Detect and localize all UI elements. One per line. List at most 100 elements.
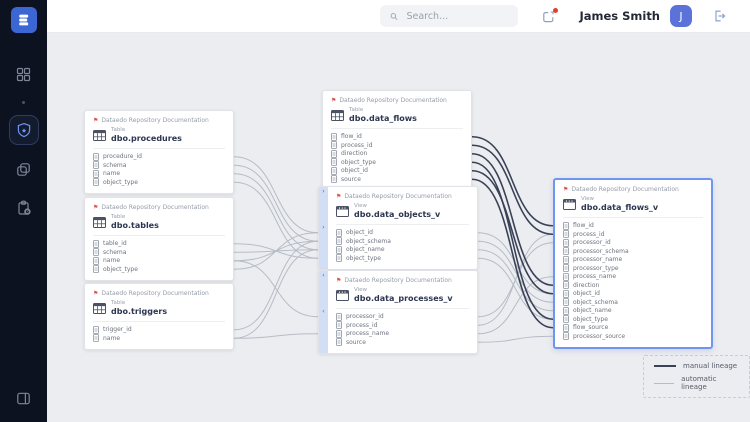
column-row[interactable]: table_id [93,239,225,249]
lineage-canvas[interactable]: manual lineage automatic lineage ⚑Dataed… [47,33,750,422]
automatic-lineage-edge[interactable] [233,156,319,234]
automatic-lineage-edge[interactable] [233,181,319,259]
column-row[interactable]: process_id [331,141,463,150]
column-row[interactable]: flow_id [563,221,703,231]
expand-chevron-top-icon[interactable]: ‹ [322,272,325,279]
view-icon [336,205,349,217]
column-row[interactable]: process_id [336,321,469,330]
column-row[interactable]: name [93,169,225,179]
logout-icon[interactable] [712,9,726,23]
automatic-lineage-edge[interactable] [233,164,319,242]
table-icon [93,129,106,141]
expand-lineage-strip[interactable]: ›› [319,187,328,269]
collapse-panel-icon[interactable] [16,391,31,410]
table-icon [93,302,106,314]
dataedo-database-logo[interactable] [10,7,37,33]
column-row[interactable]: direction [563,281,703,290]
column-row[interactable]: process_id [563,230,703,239]
user-name: James Smith [579,9,660,23]
column-row[interactable]: processor_id [563,238,703,248]
automatic-lineage-edge[interactable] [233,333,319,339]
column-row[interactable]: object_type [93,178,225,187]
expand-chevron-mid-icon[interactable]: › [322,224,325,232]
flag-icon: ⚑ [336,276,342,284]
column-row[interactable]: object_id [331,166,463,176]
manual-lineage-edge[interactable] [471,169,554,295]
column-row[interactable]: source [336,338,469,347]
expand-chevron-mid-icon[interactable]: ‹ [322,308,325,316]
column-row[interactable]: name [93,334,225,343]
sidebar [0,0,47,422]
column-row[interactable]: direction [331,149,463,159]
column-name: name [103,257,121,265]
automatic-lineage-edge[interactable] [233,173,319,251]
column-row[interactable]: schema [93,161,225,170]
column-row[interactable]: processor_id [336,312,469,322]
column-row[interactable]: source [331,175,463,184]
column-icon [563,255,569,264]
column-row[interactable]: schema [93,248,225,257]
column-row[interactable]: object_type [93,265,225,274]
column-name: processor_type [573,264,619,272]
column-row[interactable]: flow_source [563,323,703,333]
column-row[interactable]: object_id [563,289,703,299]
column-row[interactable]: object_type [331,158,463,167]
column-name: flow_id [573,222,594,230]
column-row[interactable]: processor_schema [563,247,703,256]
manual-lineage-edge[interactable] [471,178,554,329]
column-row[interactable]: flow_id [331,132,463,142]
documentation-label: Dataedo Repository Documentation [101,290,209,297]
shield-star-icon[interactable] [8,115,39,145]
automatic-lineage-edge[interactable] [233,249,319,339]
column-row[interactable]: name [93,256,225,266]
expand-chevron-top-icon[interactable]: › [322,188,325,195]
automatic-lineage-edge[interactable] [233,240,319,331]
column-row[interactable]: object_type [336,254,469,263]
search-box[interactable] [380,5,519,27]
column-name: process_name [573,273,617,281]
automatic-lineage-edge[interactable] [477,257,554,320]
column-row[interactable]: trigger_id [93,325,225,335]
column-row[interactable]: processor_source [563,332,703,341]
automatic-lineage-edge[interactable] [233,260,319,318]
database-glyph [18,14,28,26]
documentation-row: ⚑Dataedo Repository Documentation [93,290,225,297]
copy-layers-icon[interactable] [9,154,39,184]
automatic-lineage-edge[interactable] [477,240,554,303]
automatic-lineage-edge[interactable] [477,335,554,343]
column-row[interactable]: processor_type [563,264,703,273]
column-row[interactable]: processor_name [563,255,703,265]
manual-lineage-edge[interactable] [471,161,554,321]
avatar[interactable]: J [670,5,692,27]
column-row[interactable]: object_schema [563,298,703,307]
notification-icon[interactable] [542,7,559,23]
automatic-lineage-edge[interactable] [233,232,319,270]
column-row[interactable]: process_name [563,272,703,282]
column-row[interactable]: procedure_id [93,152,225,162]
search-input[interactable] [404,9,509,23]
clipboard-gear-icon[interactable] [9,193,39,223]
column-row[interactable]: object_schema [336,237,469,246]
manual-lineage-edge[interactable] [471,144,554,236]
column-row[interactable]: object_type [563,315,703,324]
documentation-label: Dataedo Repository Documentation [344,277,452,284]
automatic-lineage-edge[interactable] [477,233,554,326]
column-row[interactable]: object_name [563,306,703,316]
manual-lineage-edge[interactable] [471,135,554,227]
manual-lineage-edge[interactable] [471,152,554,287]
column-row[interactable]: process_name [336,329,469,339]
column-row[interactable]: object_name [336,245,469,255]
column-name: process_name [346,330,390,338]
automatic-lineage-edge[interactable] [477,276,554,335]
expand-lineage-strip[interactable]: ‹‹ [319,271,328,353]
modules-grid-icon[interactable] [9,59,39,89]
column-row[interactable]: object_id [336,228,469,238]
